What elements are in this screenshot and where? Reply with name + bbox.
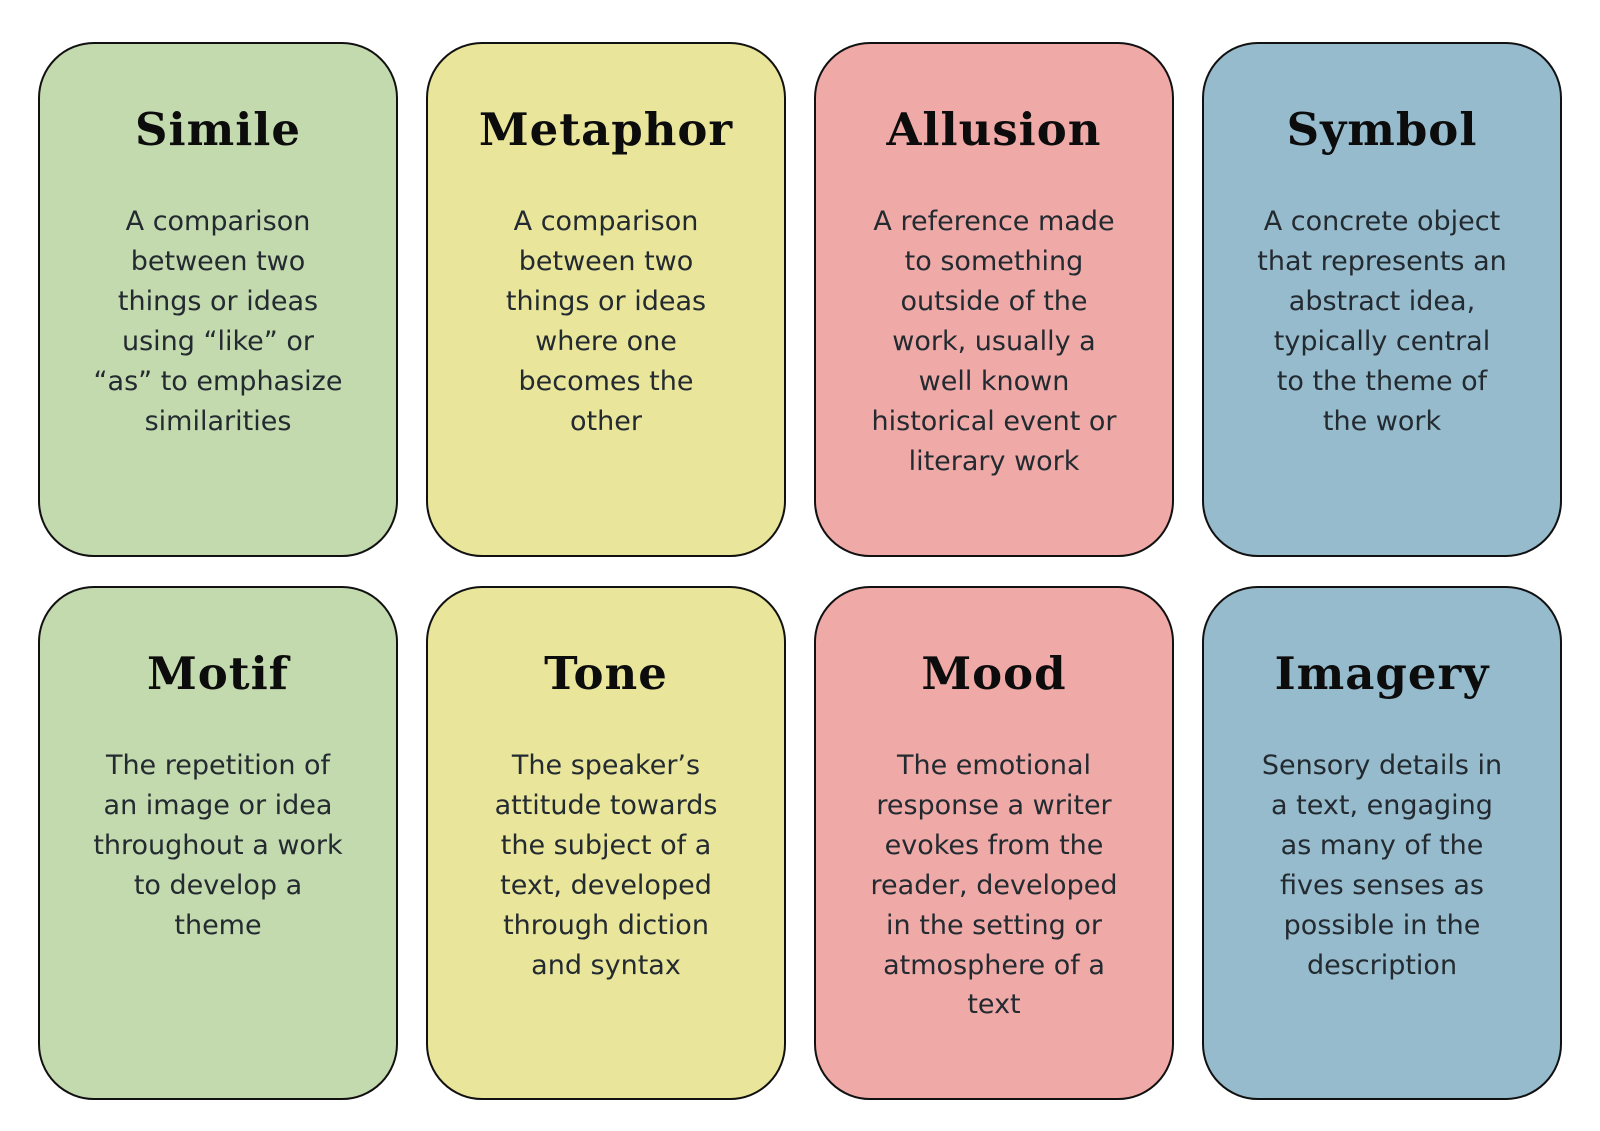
card-title: Allusion [886,103,1102,156]
card-title: Symbol [1286,103,1478,156]
cards-grid: Simile A comparison between two things o… [38,42,1562,1100]
card-definition: The repetition of an image or idea throu… [93,749,343,941]
card-motif: Motif The repetition of an image or idea… [38,585,398,1100]
card-title: Simile [134,103,302,156]
card-tone: Tone The speaker’s attitude towards the … [426,585,786,1100]
card-metaphor: Metaphor A comparison between two things… [426,42,786,557]
card-title: Tone [544,646,668,700]
card-title: Motif [146,646,290,700]
card-allusion: Allusion A reference made to something o… [814,42,1174,557]
card-title: Metaphor [478,103,734,156]
card-mood: Mood The emotional response a writer evo… [814,585,1174,1100]
card-definition: The emotional response a writer evokes f… [870,749,1118,1021]
card-definition: A reference made to something outside of… [871,206,1117,477]
card-definition: The speaker’s attitude towards the subje… [494,749,718,981]
card-definition: Sensory details in a text, engaging as m… [1261,749,1503,981]
card-simile: Simile A comparison between two things o… [38,42,398,557]
card-title: Imagery [1274,646,1490,700]
card-definition: A comparison between two things or ideas… [93,206,343,438]
card-symbol: Symbol A concrete object that represents… [1202,42,1562,557]
card-definition: A comparison between two things or ideas… [505,206,707,438]
card-imagery: Imagery Sensory details in a text, engag… [1202,585,1562,1100]
card-title: Mood [921,646,1067,700]
card-definition: A concrete object that represents an abs… [1257,206,1507,438]
